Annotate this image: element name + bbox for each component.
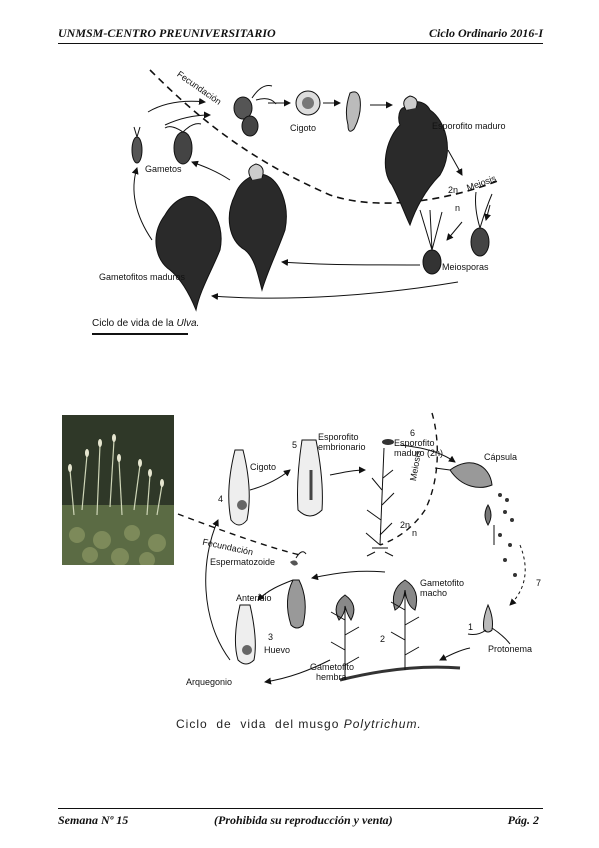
footer-notice: (Prohibida su reproducción y venta) xyxy=(214,813,393,827)
moss-egg-label: Huevo xyxy=(264,645,291,655)
capsule-icon xyxy=(434,462,493,488)
moss-male-gametophyte-label-2: macho xyxy=(420,588,448,598)
germling-icon xyxy=(345,91,361,132)
moss-male-gametophyte-label-1: Gametofito xyxy=(420,578,465,588)
zygote-archegonium-icon xyxy=(228,449,250,526)
moss-num3: 3 xyxy=(268,632,274,642)
ulva-zygote-label: Cigoto xyxy=(290,123,317,133)
gamete-icon xyxy=(131,126,143,164)
ulva-caption-species: Ulva. xyxy=(176,318,200,329)
meiospore-icon xyxy=(470,191,493,257)
gametophyte-thallus-icon xyxy=(155,196,222,312)
mature-sporophyte-icon xyxy=(365,439,395,557)
moss-zygote-label: Cigoto xyxy=(250,462,277,472)
ulva-caption-underline xyxy=(92,333,188,335)
ulva-2n-label: 2n xyxy=(448,185,459,195)
moss-protonema-label: Protonema xyxy=(488,644,533,654)
moss-embryonic-sporophyte-label-1: Esporofito xyxy=(318,432,359,442)
page-header: UNMSM-CENTRO PREUNIVERSITARIO Ciclo Ordi… xyxy=(58,26,543,42)
header-institution: UNMSM-CENTRO PREUNIVERSITARIO xyxy=(58,26,276,40)
moss-2n-label: 2n xyxy=(400,520,411,530)
sporophyte-thallus-icon xyxy=(384,95,448,227)
ulva-n-label: n xyxy=(455,203,461,213)
archegonium-icon xyxy=(234,604,256,665)
moss-num4: 4 xyxy=(218,494,224,504)
gamete-icon xyxy=(164,123,202,165)
spores-icon xyxy=(498,493,517,577)
footer-rule xyxy=(58,808,543,809)
spore-release-icon xyxy=(484,504,495,545)
page-footer: Semana Nº 15 (Prohibida su reproducción … xyxy=(58,813,543,829)
moss-female-gametophyte-label-1: Gametofito xyxy=(310,662,355,672)
antheridium-icon xyxy=(287,579,306,629)
moss-mature-sporophyte-label-2: maduro (2n) xyxy=(394,448,444,458)
zygote-icon xyxy=(295,90,321,116)
ulva-caption: Ciclo de vida de la Ulva. xyxy=(92,318,199,329)
male-gametophyte-icon xyxy=(390,579,420,670)
moss-photo-art xyxy=(62,415,174,565)
moss-female-gametophyte-label-2: hembra xyxy=(316,672,347,682)
moss-mature-sporophyte-label-1: Esporofito xyxy=(394,438,435,448)
gametophyte-thallus-icon xyxy=(228,163,287,292)
moss-num2: 2 xyxy=(380,634,386,644)
female-gametophyte-icon xyxy=(330,594,360,680)
moss-num6: 6 xyxy=(410,428,416,438)
ulva-gametophytes-label: Gametofitos maduros xyxy=(99,272,186,282)
moss-num5: 5 xyxy=(292,440,298,450)
header-cycle: Ciclo Ordinario 2016-I xyxy=(428,26,543,40)
moss-num1: 1 xyxy=(468,622,474,632)
moss-photo xyxy=(62,415,174,565)
header-rule xyxy=(58,43,543,44)
moss-capsule-label: Cápsula xyxy=(484,452,518,462)
moss-n-label: n xyxy=(412,528,418,538)
moss-embryonic-sporophyte-label-2: embrionario xyxy=(318,442,366,452)
meiospore-icon xyxy=(419,209,443,275)
moss-num7: 7 xyxy=(536,578,542,588)
moss-caption-species: Polytrichum. xyxy=(343,717,422,731)
protonema-icon xyxy=(467,603,511,645)
embryonic-sporophyte-icon xyxy=(297,439,323,517)
fusing-gametes-icon xyxy=(233,85,277,137)
moss-archegonium-label: Arquegonio xyxy=(186,677,233,687)
moss-antheridium-label: Anteridio xyxy=(236,593,272,603)
ulva-meiospores-label: Meiosporas xyxy=(442,262,489,272)
moss-caption: Ciclo de vida del musgo Polytrichum. xyxy=(176,717,422,731)
footer-page: Pág. 2 xyxy=(507,813,539,827)
moss-caption-text: Ciclo de vida del musgo xyxy=(176,717,344,731)
rhizome-icon xyxy=(339,665,461,682)
moss-sperm-label: Espermatozoide xyxy=(210,557,276,567)
footer-week: Semana Nº 15 xyxy=(58,813,129,827)
ulva-mature-sporophyte-label: Esporofito maduro xyxy=(432,121,506,131)
ulva-caption-text: Ciclo de vida de la xyxy=(92,318,177,329)
ulva-gametes-label: Gametos xyxy=(145,164,182,174)
sperm-icon xyxy=(290,551,307,566)
